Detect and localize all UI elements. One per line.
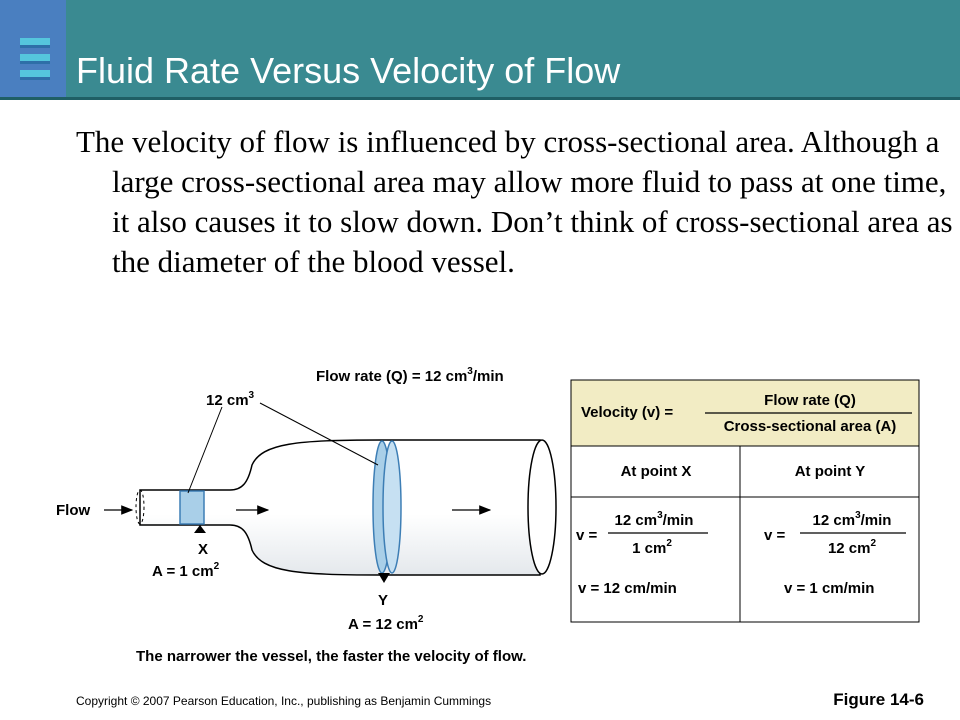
formula-denominator: Cross-sectional area (A) xyxy=(724,418,897,435)
slide-header: Fluid Rate Versus Velocity of Flow xyxy=(0,0,960,100)
copyright-notice: Copyright © 2007 Pearson Education, Inc.… xyxy=(76,694,492,708)
area-x-label: A = 1 cm2 xyxy=(152,561,220,580)
vessel-wide-end xyxy=(527,439,557,575)
x-result: v = 12 cm/min xyxy=(578,580,677,597)
point-x-label: X xyxy=(198,541,208,558)
y-numerator: 12 cm3/min xyxy=(813,510,892,529)
point-x-marker xyxy=(194,525,206,533)
formula-numerator: Flow rate (Q) xyxy=(764,392,856,409)
col-x-header: At point X xyxy=(621,463,692,480)
y-denominator: 12 cm2 xyxy=(828,538,877,557)
x-numerator: 12 cm3/min xyxy=(615,510,694,529)
logo-bar-icon xyxy=(20,38,50,48)
flow-label: Flow xyxy=(56,502,90,519)
volume-leader-x xyxy=(187,406,223,494)
x-denominator: 1 cm2 xyxy=(632,538,672,557)
point-y-marker xyxy=(378,573,390,583)
vessel-narrow-end xyxy=(135,489,145,525)
logo-bar-icon xyxy=(20,70,50,80)
velocity-table: Velocity (v) = Flow rate (Q) Cross-secti… xyxy=(570,379,920,623)
cross-section-y-front xyxy=(382,440,402,574)
cross-section-x xyxy=(179,490,205,525)
y-result: v = 1 cm/min xyxy=(784,580,874,597)
diagram-caption: The narrower the vessel, the faster the … xyxy=(136,648,526,665)
slide-title: Fluid Rate Versus Velocity of Flow xyxy=(76,50,621,91)
slide-body-text: The velocity of flow is influenced by cr… xyxy=(76,124,953,279)
slide-logo xyxy=(0,0,66,100)
figure-label: Figure 14-6 xyxy=(833,690,924,709)
area-y-label: A = 12 cm2 xyxy=(348,614,424,633)
header-divider xyxy=(0,97,960,100)
col-y-header: At point Y xyxy=(795,463,866,480)
flow-rate-label: Flow rate (Q) = 12 cm3/min xyxy=(316,366,504,385)
volume-label: 12 cm3 xyxy=(206,390,255,409)
flow-velocity-diagram: Flow rate (Q) = 12 cm3/min 12 cm3 Flow X… xyxy=(56,366,920,665)
point-y-label: Y xyxy=(378,592,388,609)
x-v-prefix: v = xyxy=(576,527,598,544)
volume-leader-y xyxy=(259,402,379,466)
y-v-prefix: v = xyxy=(764,527,786,544)
logo-bar-icon xyxy=(20,54,50,64)
vessel-tube xyxy=(135,439,557,576)
formula-lhs: Velocity (v) = xyxy=(581,404,673,421)
